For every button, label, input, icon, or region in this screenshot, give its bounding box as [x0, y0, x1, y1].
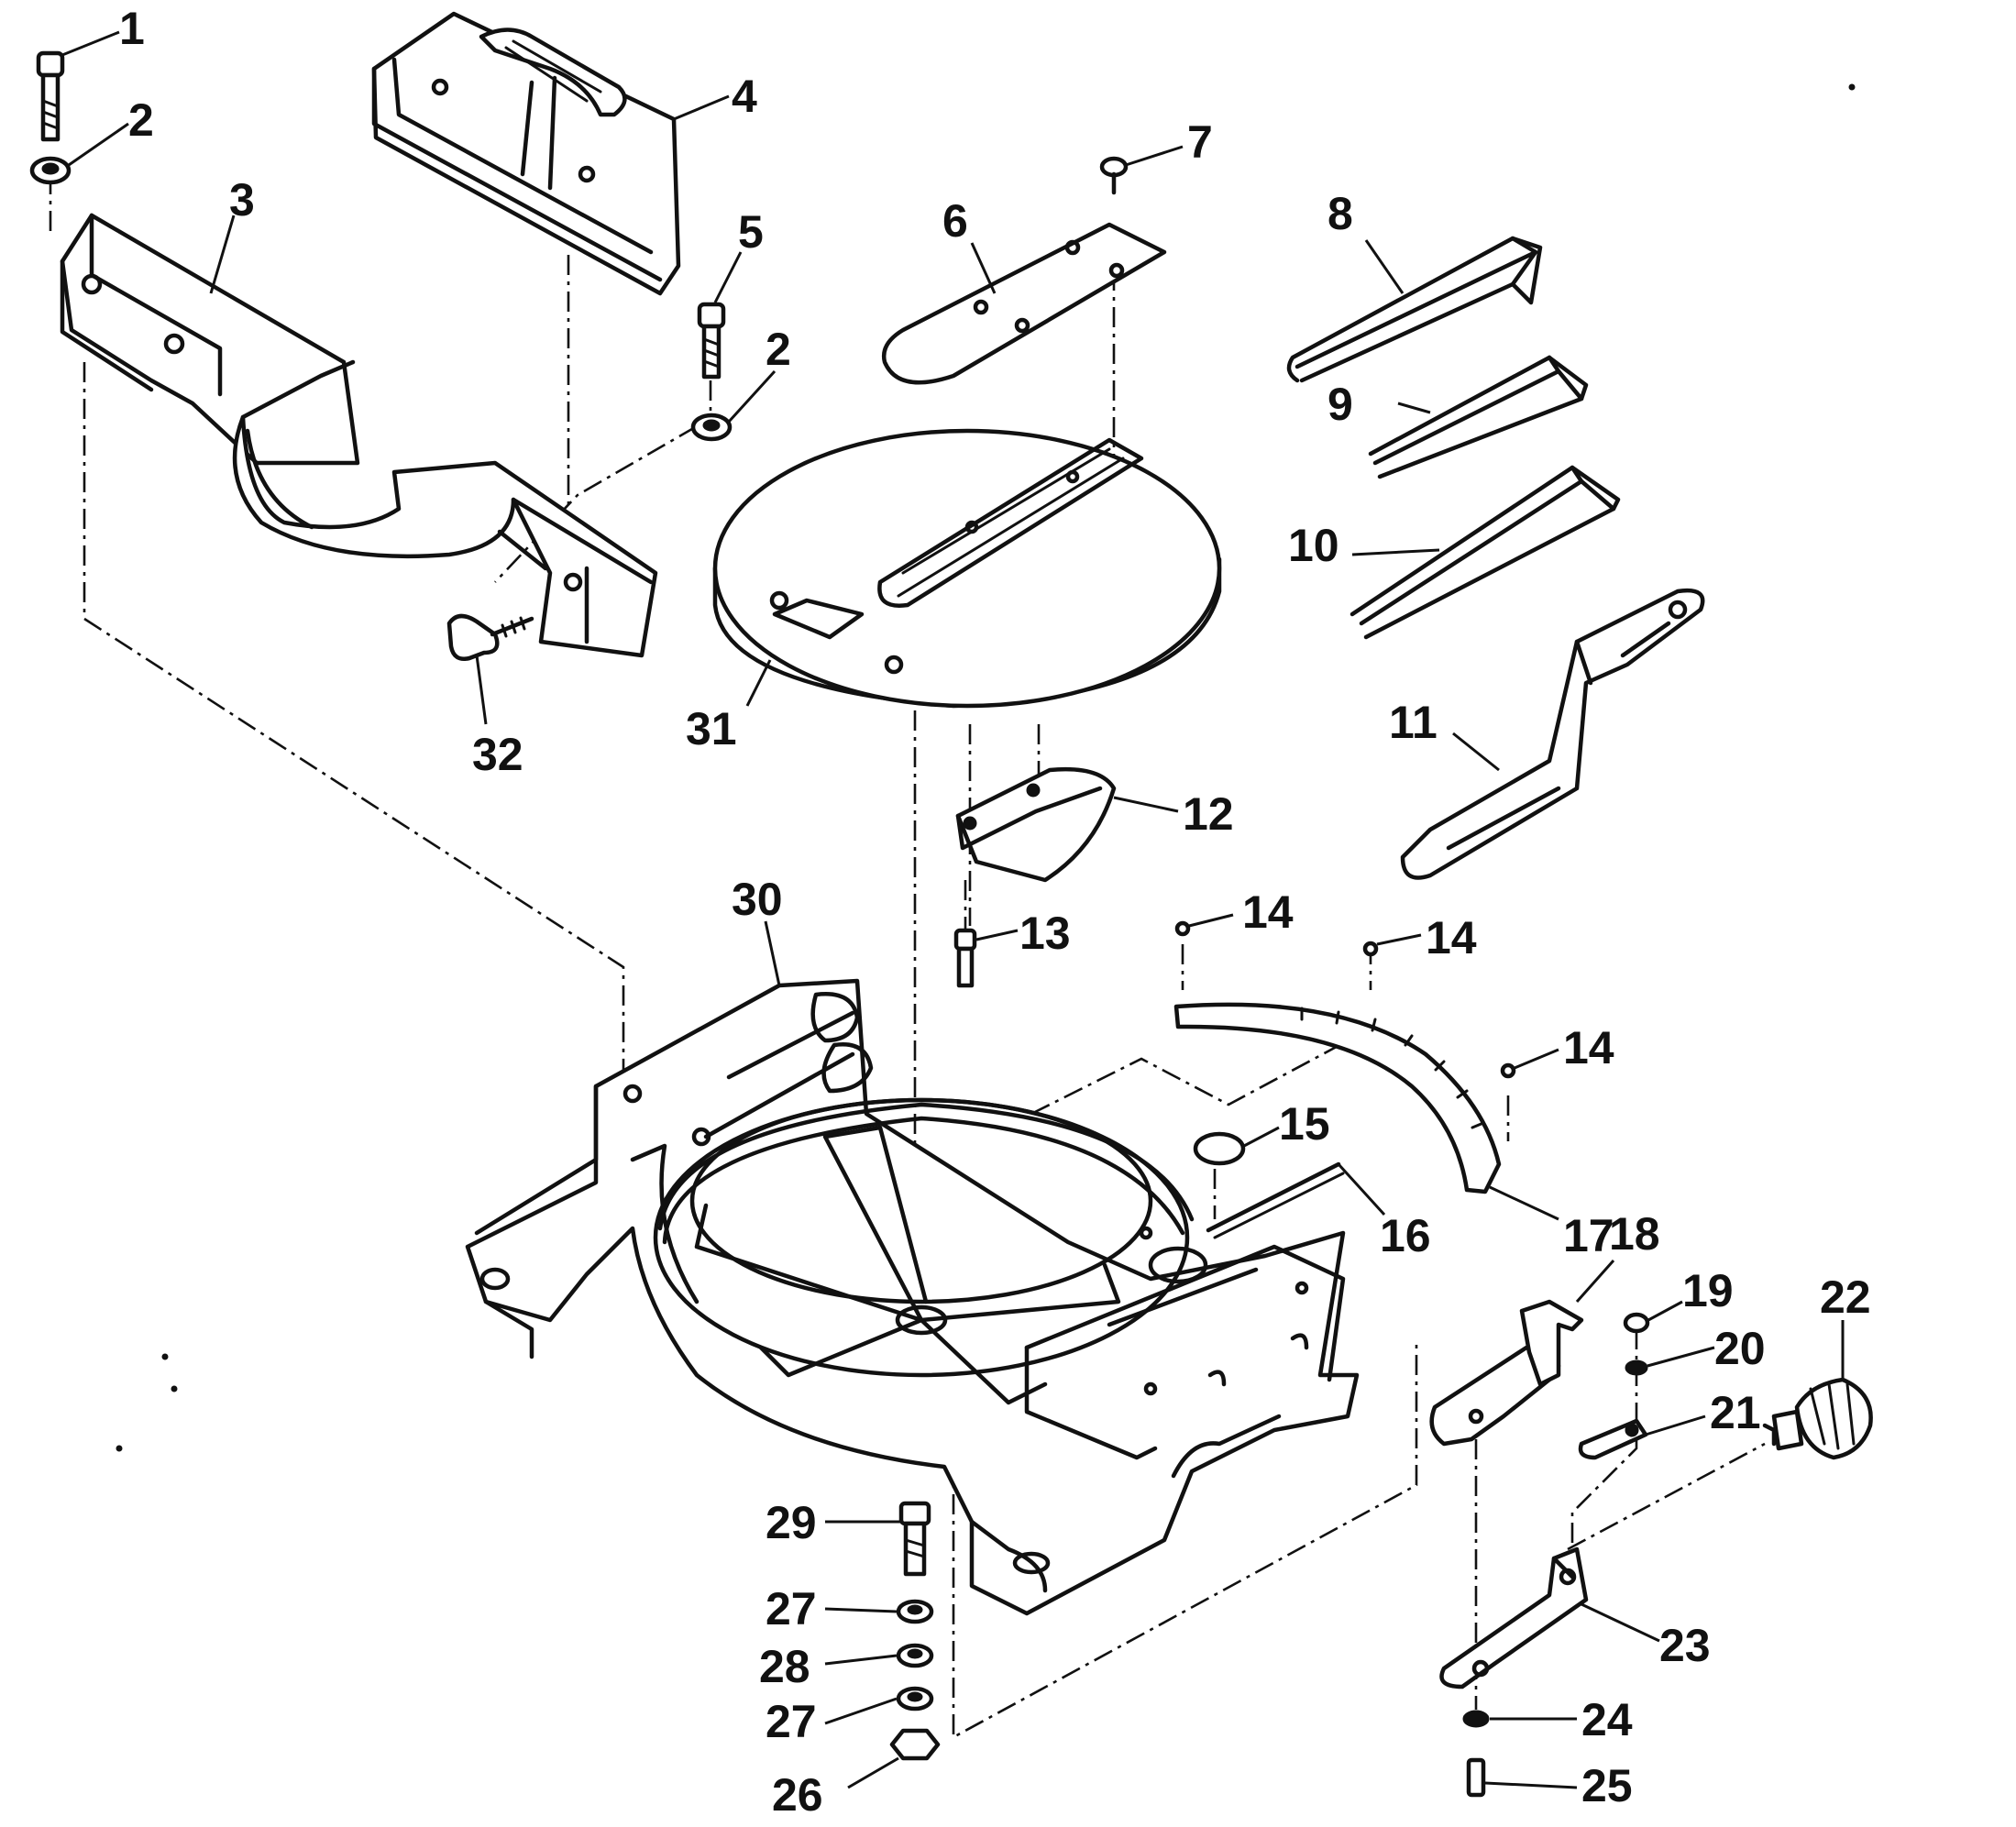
callout-30: 30 [732, 874, 783, 925]
callout-2: 2 [128, 94, 154, 146]
callout-14: 14 [1426, 912, 1477, 963]
callout-8: 8 [1327, 188, 1353, 239]
pointer-16 [1206, 1161, 1345, 1239]
socket-screw-1 [36, 50, 65, 142]
hex-keys-8-9-10 [1286, 236, 1621, 640]
callout-14: 14 [1563, 1022, 1614, 1073]
callout-14: 14 [1242, 886, 1294, 938]
callout-27: 27 [766, 1583, 817, 1634]
callout-3: 3 [229, 174, 255, 226]
leader-lines [61, 30, 1845, 1789]
callout-1: 1 [119, 3, 145, 54]
guard-12 [955, 767, 1117, 883]
callout-25: 25 [1581, 1760, 1633, 1811]
scan-specks [116, 83, 1856, 1452]
callout-20: 20 [1714, 1323, 1766, 1374]
base-30 [465, 978, 1360, 1616]
table-insert-6 [881, 222, 1167, 385]
callout-29: 29 [766, 1497, 817, 1548]
callout-19: 19 [1682, 1265, 1734, 1316]
miter-scale-17 [1173, 1002, 1502, 1194]
callout-10: 10 [1288, 520, 1339, 571]
callout-22: 22 [1820, 1271, 1871, 1323]
callout-9: 9 [1327, 379, 1353, 430]
callout-18: 18 [1609, 1208, 1660, 1260]
callout-24: 24 [1581, 1694, 1633, 1745]
turntable-31 [712, 428, 1222, 709]
callout-23: 23 [1659, 1620, 1711, 1671]
callout-4: 4 [732, 71, 757, 122]
callout-15: 15 [1279, 1098, 1330, 1150]
callout-5: 5 [738, 206, 764, 258]
socket-screw-5 [697, 302, 726, 380]
callout-26: 26 [772, 1769, 823, 1821]
lock-assembly-18-25 [1429, 1299, 1873, 1798]
callout-13: 13 [1019, 908, 1071, 959]
screws-14 [1174, 920, 1516, 1079]
callout-7: 7 [1187, 116, 1213, 168]
callout-31: 31 [686, 703, 737, 754]
fence-face-4 [371, 11, 681, 296]
screw-7 [1099, 156, 1129, 195]
bolt-stack-26-29 [889, 1501, 941, 1761]
callout-11: 11 [1389, 697, 1438, 748]
callout-32: 32 [472, 729, 523, 780]
wing-screw-32 [446, 613, 534, 661]
bracket-11 [1400, 588, 1705, 880]
callout-21: 21 [1710, 1387, 1761, 1438]
callout-27: 27 [766, 1696, 817, 1747]
callout-6: 6 [942, 195, 968, 247]
callout-16: 16 [1380, 1210, 1431, 1261]
callout-2: 2 [766, 324, 791, 375]
callout-12: 12 [1183, 788, 1234, 840]
washer-2 [29, 156, 733, 442]
callout-labels: 1 2 2 3 4 5 6 7 8 9 10 11 12 13 14 14 14… [119, 3, 1871, 1821]
callout-28: 28 [759, 1641, 810, 1692]
fence-3 [60, 213, 658, 658]
callout-17: 17 [1563, 1210, 1614, 1261]
label-15 [1193, 1131, 1246, 1166]
screw-13 [953, 928, 977, 988]
